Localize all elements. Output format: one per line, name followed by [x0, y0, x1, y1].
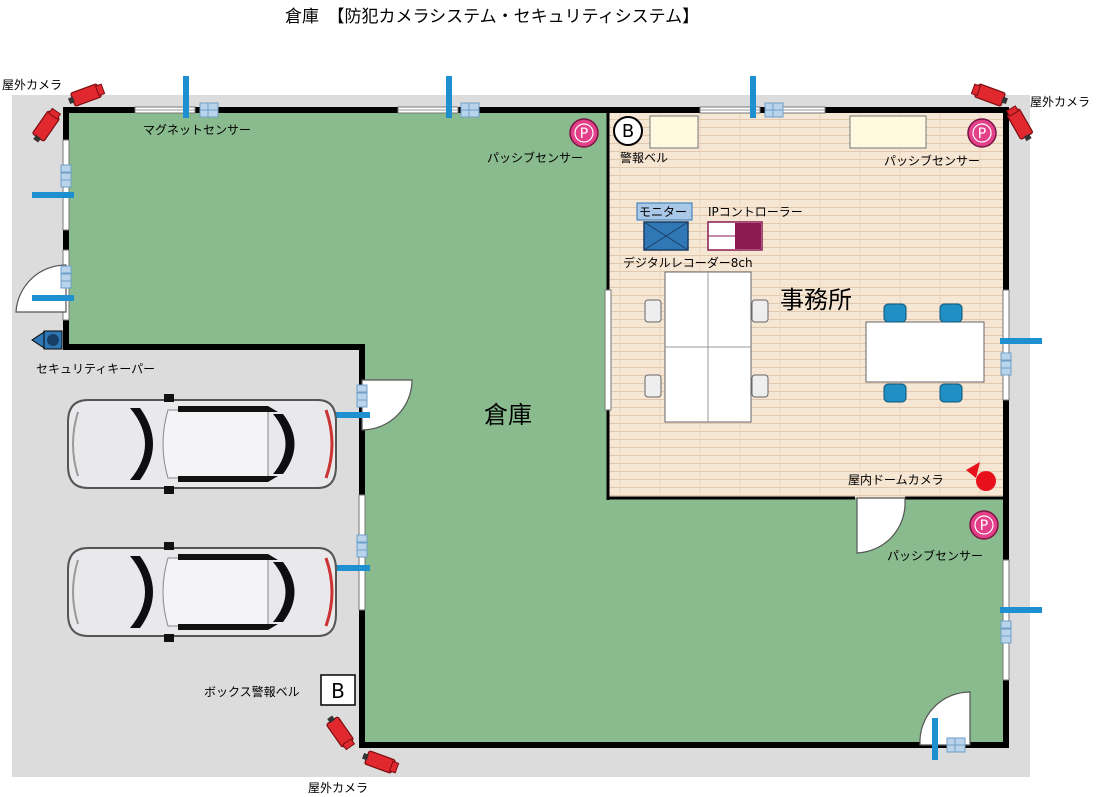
passive-sensor-icon: P	[969, 510, 999, 540]
door-office[interactable]	[856, 497, 906, 554]
dome-camera-label: 屋内ドームカメラ	[848, 473, 944, 487]
alarm-bell-icon: B	[613, 116, 643, 146]
warehouse-label: 倉庫	[484, 401, 532, 429]
dome-camera-icon	[966, 462, 996, 491]
car	[66, 392, 338, 496]
office-desk-right	[865, 303, 985, 403]
office-shelf	[649, 115, 699, 149]
digital-recorder-label: デジタルレコーダー8ch	[623, 255, 753, 270]
box-alarm-bell-label: ボックス警報ベル	[204, 684, 300, 699]
digital-recorder-icon	[643, 221, 689, 251]
door-warehouse[interactable]	[361, 379, 413, 431]
car	[66, 540, 338, 644]
magnet-sensors	[32, 76, 1042, 760]
monitor-label: モニター	[639, 205, 687, 219]
monitor-label-box	[636, 202, 693, 221]
svg-text:P: P	[980, 518, 988, 534]
security-keeper-label: セキュリティキーパー	[36, 362, 155, 376]
svg-text:B: B	[331, 679, 345, 703]
office-shelf	[849, 115, 927, 149]
walls	[63, 107, 1009, 748]
svg-text:P: P	[978, 126, 986, 142]
ip-controller-icon	[707, 221, 763, 251]
passive-sensor-label: パッシブセンサー	[887, 548, 983, 563]
magnet-sensor-label: マグネットセンサー	[143, 123, 251, 137]
svg-text:P: P	[580, 126, 588, 142]
office-label: 事務所	[780, 286, 852, 314]
alarm-bell-label: 警報ベル	[620, 150, 668, 165]
outdoor-camera-label: 屋外カメラ	[2, 78, 62, 92]
passive-sensor-label: パッシブセンサー	[487, 150, 583, 165]
security-keeper-icon	[31, 330, 63, 350]
outdoor-camera-label: 屋外カメラ	[308, 781, 368, 795]
box-alarm-bell-icon: B	[320, 674, 356, 706]
outdoor-camera-label: 屋外カメラ	[1030, 95, 1090, 109]
svg-text:B: B	[622, 121, 634, 142]
ip-controller-label: IPコントローラー	[708, 205, 803, 219]
office-desk-left	[644, 271, 769, 423]
page-title: 倉庫 【防犯カメラシステム・セキュリティシステム】	[285, 7, 699, 27]
passive-sensor-icon: P	[967, 118, 997, 148]
passive-sensor-icon: P	[569, 118, 599, 148]
passive-sensor-label: パッシブセンサー	[884, 153, 980, 168]
